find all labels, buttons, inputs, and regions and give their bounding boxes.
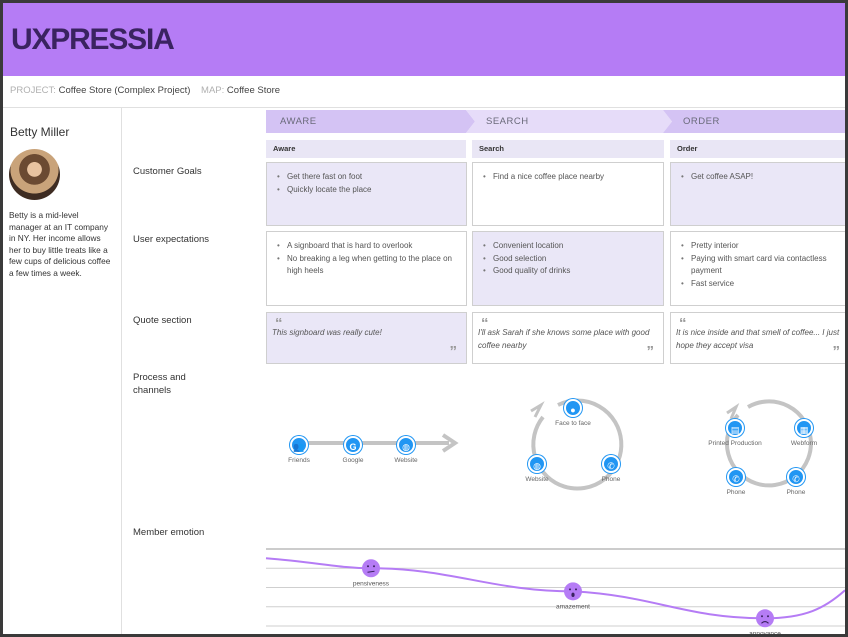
goals-card-aware[interactable]: Get there fast on foot Quickly locate th… <box>266 162 467 226</box>
app-header: UXPRESSIA <box>3 3 845 76</box>
persona-avatar[interactable] <box>9 149 60 200</box>
channel-label: Google <box>342 457 364 464</box>
quote-open-icon: “ <box>481 315 489 332</box>
uxpressia-logo[interactable]: UXPRESSIA <box>11 23 175 56</box>
row-label-goals: Customer Goals <box>133 166 202 177</box>
quote-close-icon: ” <box>832 343 841 360</box>
stage-aware[interactable]: AWARE <box>280 116 317 127</box>
phone-icon: ✆ <box>792 474 800 484</box>
channel-node-search-face-to-face[interactable]: ● <box>564 399 582 417</box>
quote-text: I'll ask Sarah if she knows some place w… <box>478 328 650 350</box>
emotion-label: annoyance <box>749 630 781 637</box>
expectation-item: A signboard that is hard to overlook <box>277 240 458 253</box>
goals-card-search[interactable]: Find a nice coffee place nearby <box>472 162 664 226</box>
expectations-card-order[interactable]: Pretty interior Paying with smart card v… <box>670 231 845 306</box>
quote-text: This signboard was really cute! <box>272 328 382 337</box>
globe-icon: ◍ <box>533 461 541 471</box>
phone-icon: ✆ <box>732 474 740 484</box>
expectation-item: Good quality of drinks <box>483 265 655 278</box>
expectations-card-search[interactable]: Convenient location Good selection Good … <box>472 231 664 306</box>
channel-node-search-website[interactable]: ◍ <box>528 455 546 473</box>
subhead-aware: Aware <box>266 140 466 158</box>
channel-node-aware-website[interactable]: ◍ <box>397 436 415 454</box>
expectation-item: Good selection <box>483 253 655 266</box>
quote-card-aware[interactable]: “ This signboard was really cute! ” <box>266 312 467 364</box>
row-label-quote: Quote section <box>133 315 192 326</box>
row-label-emotion: Member emotion <box>133 527 205 538</box>
row-label-process: Process and channels <box>133 372 186 396</box>
channel-label: Phone <box>786 489 806 496</box>
persona-sidebar: Betty Miller Betty is a mid-level manage… <box>3 108 122 634</box>
expectation-item: No breaking a leg when getting to the pl… <box>277 253 458 278</box>
emotion-face-sad-icon[interactable] <box>756 609 774 628</box>
channel-label: Phone <box>726 489 746 496</box>
stage-shape-order <box>663 110 845 133</box>
goals-card-order[interactable]: Get coffee ASAP! <box>670 162 845 226</box>
goal-item: Get coffee ASAP! <box>681 171 841 184</box>
quote-text: It is nice inside and that smell of coff… <box>676 328 840 350</box>
channel-node-order-printed-production[interactable]: ▤ <box>726 419 744 437</box>
quote-open-icon: “ <box>275 315 283 332</box>
emotion-label: amazement <box>556 603 590 610</box>
emotion-face-surprised-icon[interactable] <box>564 582 582 601</box>
subhead-search: Search <box>472 140 664 158</box>
project-label: PROJECT: <box>10 85 56 96</box>
subhead-order: Order <box>670 140 845 158</box>
breadcrumb: PROJECT: Coffee Store (Complex Project) … <box>3 76 845 108</box>
channel-node-order-phone[interactable]: ✆ <box>727 468 745 486</box>
emotion-face-neutral-icon[interactable] <box>362 559 380 578</box>
channel-label: Phone <box>601 476 621 483</box>
channel-node-order-phone[interactable]: ✆ <box>787 468 805 486</box>
map-link[interactable]: Coffee Store <box>226 85 281 96</box>
globe-icon: ◍ <box>402 442 410 452</box>
expectations-card-aware[interactable]: A signboard that is hard to overlook No … <box>266 231 467 306</box>
channel-label: Printed Production <box>708 440 762 447</box>
channel-label: Webform <box>790 440 818 447</box>
emotion-label: pensiveness <box>353 580 390 587</box>
quote-close-icon: ” <box>449 343 458 360</box>
channel-label: Website <box>525 476 549 483</box>
expectation-item: Pretty interior <box>681 240 845 253</box>
map-label: MAP: <box>201 85 225 96</box>
stage-bar <box>266 110 845 133</box>
channel-node-aware-google[interactable]: G <box>344 436 362 454</box>
project-link[interactable]: Coffee Store (Complex Project) <box>58 85 191 96</box>
row-label-expectations: User expectations <box>133 234 210 245</box>
stage-shape-search <box>466 110 672 133</box>
phone-icon: ✆ <box>607 461 615 471</box>
form-icon: ▦ <box>799 425 809 435</box>
quote-close-icon: ” <box>646 343 655 360</box>
persona-description: Betty is a mid-level manager at an IT co… <box>9 210 111 278</box>
people-icon: 👥 <box>293 442 305 452</box>
goal-item: Quickly locate the place <box>277 184 458 197</box>
document-icon: ▤ <box>730 425 740 435</box>
channel-label: Website <box>394 457 418 464</box>
quote-card-order[interactable]: “ It is nice inside and that smell of co… <box>670 312 845 364</box>
stage-shape-aware <box>266 110 475 133</box>
quote-card-search[interactable]: “ I'll ask Sarah if she knows some place… <box>472 312 664 364</box>
expectation-item: Fast service <box>681 278 845 291</box>
goal-item: Get there fast on foot <box>277 171 458 184</box>
goal-item: Find a nice coffee place nearby <box>483 171 655 184</box>
channel-node-order-webform[interactable]: ▦ <box>795 419 813 437</box>
person-icon: ● <box>570 405 576 415</box>
persona-name[interactable]: Betty Miller <box>10 125 70 139</box>
expectation-item: Paying with smart card via contactless p… <box>681 253 845 278</box>
google-icon: G <box>349 442 357 452</box>
quote-open-icon: “ <box>679 315 687 332</box>
channel-label: Face to face <box>555 420 591 427</box>
stage-search[interactable]: SEARCH <box>486 116 529 127</box>
emotion-chart: pensiveness amazement annoyance <box>265 548 845 637</box>
stage-order[interactable]: ORDER <box>683 116 720 127</box>
channel-label: Friends <box>288 457 310 464</box>
channel-node-aware-friends[interactable]: 👥 <box>290 436 308 454</box>
channel-node-search-phone[interactable]: ✆ <box>602 455 620 473</box>
expectation-item: Convenient location <box>483 240 655 253</box>
